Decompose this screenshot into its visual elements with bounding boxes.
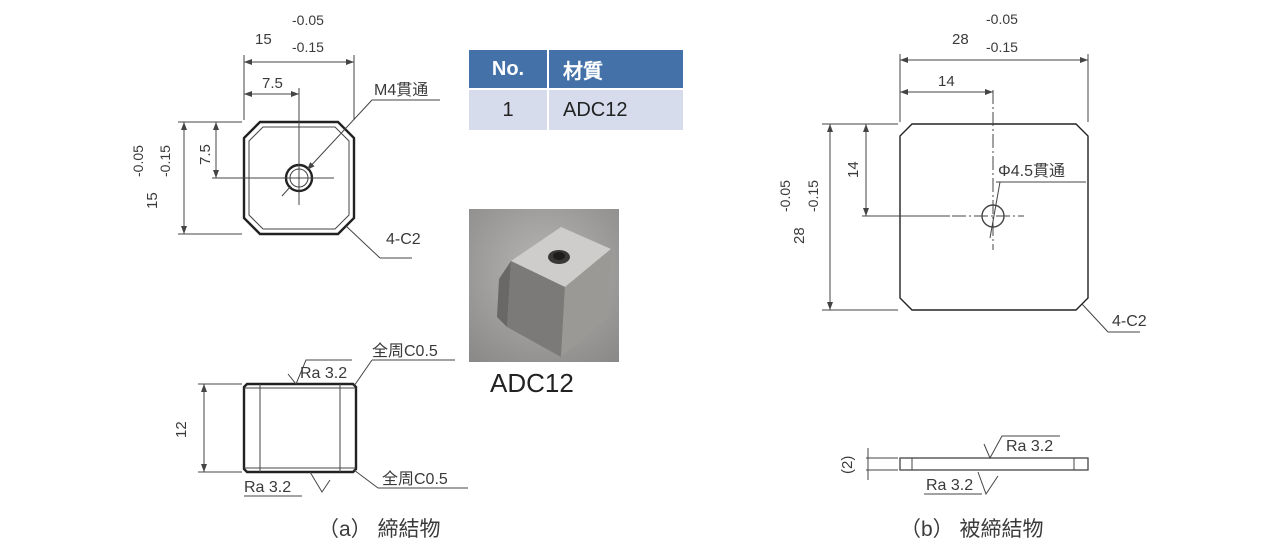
part-a-top-view: 15 -0.05 -0.15 7.5 15 -0.05 -0.15 7.5 M4… [130,12,440,259]
material-table-header-row: No. 材質 [469,50,683,89]
material-table: No. 材質 1 ADC12 [469,50,683,130]
roughness-a-top: Ra 3.2 [300,365,347,382]
material-table-cell-material: ADC12 [548,88,683,130]
dim-a-width-tol-lower: -0.15 [292,39,324,55]
chamfer-leader-a-top [353,359,373,387]
dim-b-width-tol-lower: -0.15 [986,39,1018,55]
chamfer-leader-a [345,225,381,259]
hole-leader-b [989,181,1001,239]
dim-b-width-tol-upper: -0.05 [986,11,1018,27]
plate-side-outline [899,457,1089,471]
chamfer-note-a: 4-C2 [386,231,421,248]
dim-b-height-tol-lower: -0.15 [805,180,821,212]
dim-b-height-value: 28 [791,227,808,244]
roughness-a-bottom: Ra 3.2 [244,479,291,496]
roughness-b-bottom: Ra 3.2 [926,477,973,494]
dim-b-half-width-value: 14 [938,73,955,90]
dim-a-half-width-value: 7.5 [262,75,283,92]
roughness-symbol-b-bottom [977,471,999,496]
roughness-symbol-b-top [983,435,1060,460]
caption-a: （a） 締結物 [318,518,441,541]
aluminum-nut-photo [469,209,619,362]
chamfer-note-a-top: 全周C0.5 [372,342,438,360]
chamfer-leader-a-bottom [353,469,379,489]
part-b-side-view: (2) Ra 3.2 Ra 3.2 [839,435,1089,496]
nut-outline-outer [242,120,356,236]
nut-photo-illustration [497,227,611,357]
dim-a-height-value: 15 [144,192,161,209]
chamfer-note-b: 4-C2 [1112,313,1147,330]
roughness-symbol-a-top [287,359,352,385]
material-table-header-no: No. [469,50,549,89]
dim-b-half-height-value: 14 [845,161,862,178]
dim-a-width-tol-upper: -0.05 [292,12,324,28]
chamfer-leader-b [1081,303,1109,333]
dim-a-half-height-value: 7.5 [197,144,214,165]
table-row: 1 ADC12 [469,88,683,130]
dim-b-thickness-value: (2) [839,456,856,474]
dim-a-height-tol-lower: -0.15 [157,145,173,177]
nut-outline-inner [248,126,350,230]
part-b-top-view: 28 -0.05 -0.15 14 28 -0.05 -0.15 14 Φ4.5… [777,11,1147,333]
dim-a-width-value: 15 [255,31,272,48]
plate-outline [899,123,1089,311]
material-table-header-material: 材質 [548,50,683,89]
material-table-cell-no: 1 [469,88,549,130]
caption-b: （b） 被締結物 [900,518,1044,541]
dim-a-height-tol-upper: -0.05 [130,145,146,177]
dim-a-side-height-value: 12 [173,421,190,438]
chamfer-note-a-bottom: 全周C0.5 [382,470,448,488]
nut-side-outline [242,382,358,474]
hole-note-a: M4貫通 [374,81,428,99]
dim-b-width-value: 28 [952,31,969,48]
photo-caption: ADC12 [490,368,574,398]
dim-b-height-tol-upper: -0.05 [777,180,793,212]
part-a-side-view: 12 Ra 3.2 Ra 3.2 全周C0.5 全周C0.5 [173,342,468,497]
hole-leader-a [306,99,373,171]
hole-note-b: Φ4.5貫通 [998,162,1065,180]
roughness-symbol-a-bottom [309,471,331,493]
roughness-b-top: Ra 3.2 [1006,438,1053,455]
